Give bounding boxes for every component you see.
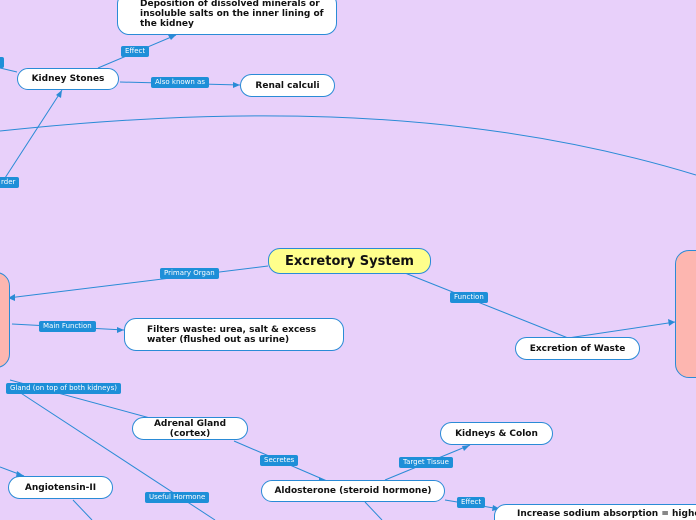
node-adrenal-gland[interactable]: Adrenal Gland (cortex) [132, 417, 248, 440]
right-partial-node[interactable] [675, 250, 696, 378]
connector-label-left-top [0, 57, 5, 68]
link-central-primary-organ [7, 265, 269, 299]
link-aldosterone-down [364, 501, 383, 520]
node-angiotensin[interactable]: Angiotensin-II [8, 476, 113, 499]
label-also-known-as: Also known as [151, 77, 209, 88]
link-disorder-kidney-stones [4, 89, 63, 179]
label-disorder: rder [0, 177, 20, 188]
node-kidney-stones[interactable]: Kidney Stones [17, 68, 119, 90]
label-gland: Gland (on top of both kidneys) [6, 383, 121, 394]
link-angiotensin-down [72, 499, 93, 520]
node-kidneys-colon[interactable]: Kidneys & Colon [440, 422, 553, 445]
arrowhead [16, 471, 24, 477]
label-primary-organ: Primary Organ [160, 268, 219, 279]
left-partial-node[interactable] [0, 272, 10, 368]
label-target-tissue: Target Tissue [399, 457, 453, 468]
node-renal-calculi[interactable]: Renal calculi [240, 74, 335, 97]
node-sodium-absorption[interactable]: Increase sodium absorption = higher [494, 504, 696, 520]
label-function: Function [450, 292, 488, 303]
arrowhead [168, 35, 176, 40]
label-effect-bottom: Effect [457, 497, 486, 508]
node-excretion-of-waste[interactable]: Excretion of Waste [515, 337, 640, 360]
link-excretion-right-node [567, 321, 676, 339]
node-aldosterone[interactable]: Aldosterone (steroid hormone) [261, 480, 445, 502]
node-filters-waste[interactable]: Filters waste: urea, salt & excess water… [124, 318, 344, 351]
label-useful-hormone: Useful Hormone [145, 492, 210, 503]
label-secretes: Secretes [260, 455, 299, 466]
label-effect-top: Effect [121, 46, 150, 57]
label-main-function: Main Function [39, 321, 96, 332]
arrowhead [233, 82, 240, 88]
long-curve-connector [0, 115, 696, 176]
node-central-topic[interactable]: Excretory System [268, 248, 431, 274]
arrowhead [668, 319, 675, 326]
node-deposition[interactable]: Deposition of dissolved minerals or inso… [117, 0, 337, 35]
link-central-excretion [404, 272, 569, 339]
link-left-kidney-stones [0, 67, 18, 73]
arrowhead [462, 445, 470, 451]
arrowhead [117, 327, 124, 333]
arrowhead [8, 294, 15, 301]
arrowhead [56, 90, 62, 98]
